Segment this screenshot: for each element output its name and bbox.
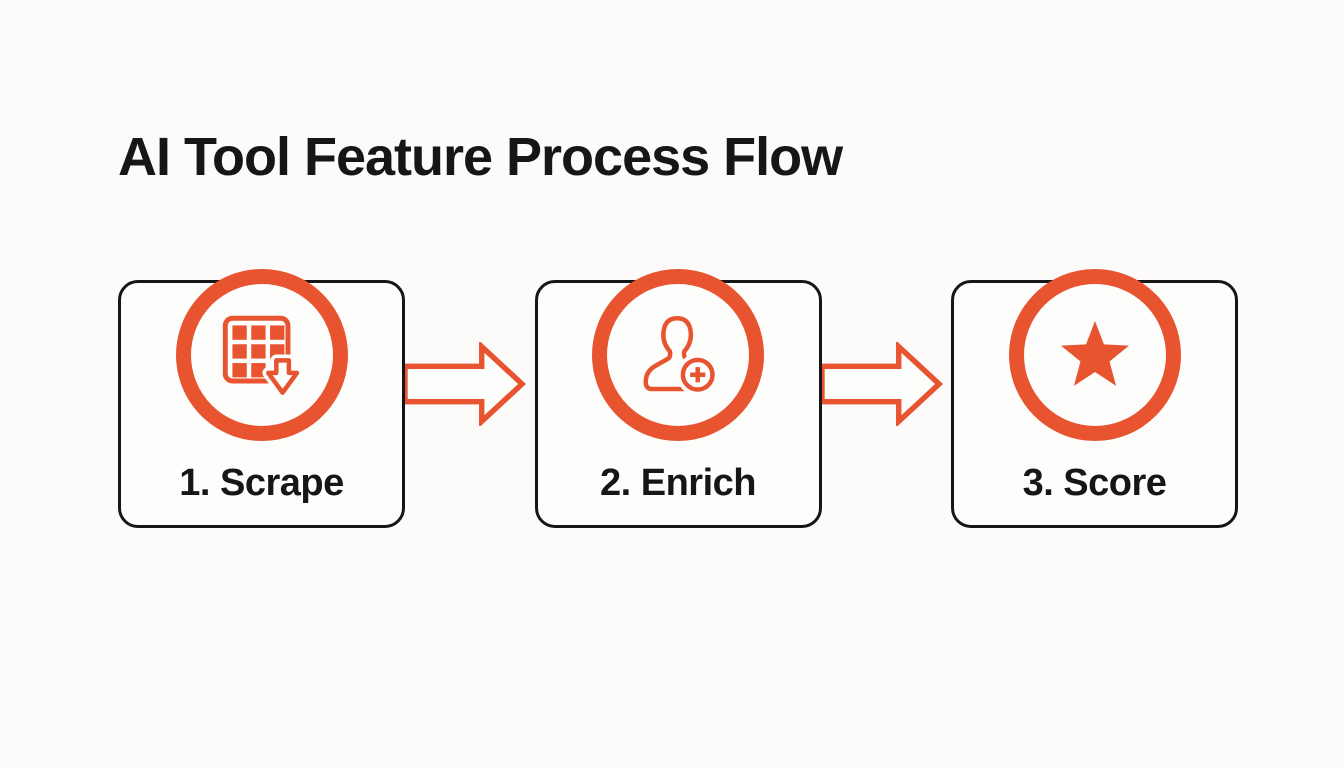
star-icon (1060, 320, 1129, 386)
page-title: AI Tool Feature Process Flow (118, 127, 843, 187)
step-enrich-label: 2. Enrich (600, 462, 757, 504)
step-scrape: 1. Scrape (118, 269, 405, 528)
step-scrape-badge (175, 269, 348, 441)
step-enrich-badge (592, 269, 764, 441)
step-score: 3. Score (951, 269, 1238, 528)
arrow-right-icon (403, 342, 527, 426)
arrow-right-icon (819, 342, 943, 426)
step-scrape-label: 1. Scrape (179, 462, 344, 504)
step-score-badge (1008, 269, 1181, 441)
flow-connector-2 (819, 280, 952, 528)
flow-connector-1 (403, 280, 535, 528)
user-add-icon (643, 316, 719, 396)
step-score-label: 3. Score (1022, 462, 1167, 504)
step-enrich: 2. Enrich (534, 269, 822, 528)
process-flow: 1. Scrape 2. Enrich (118, 269, 1238, 528)
table-download-icon (222, 315, 303, 398)
